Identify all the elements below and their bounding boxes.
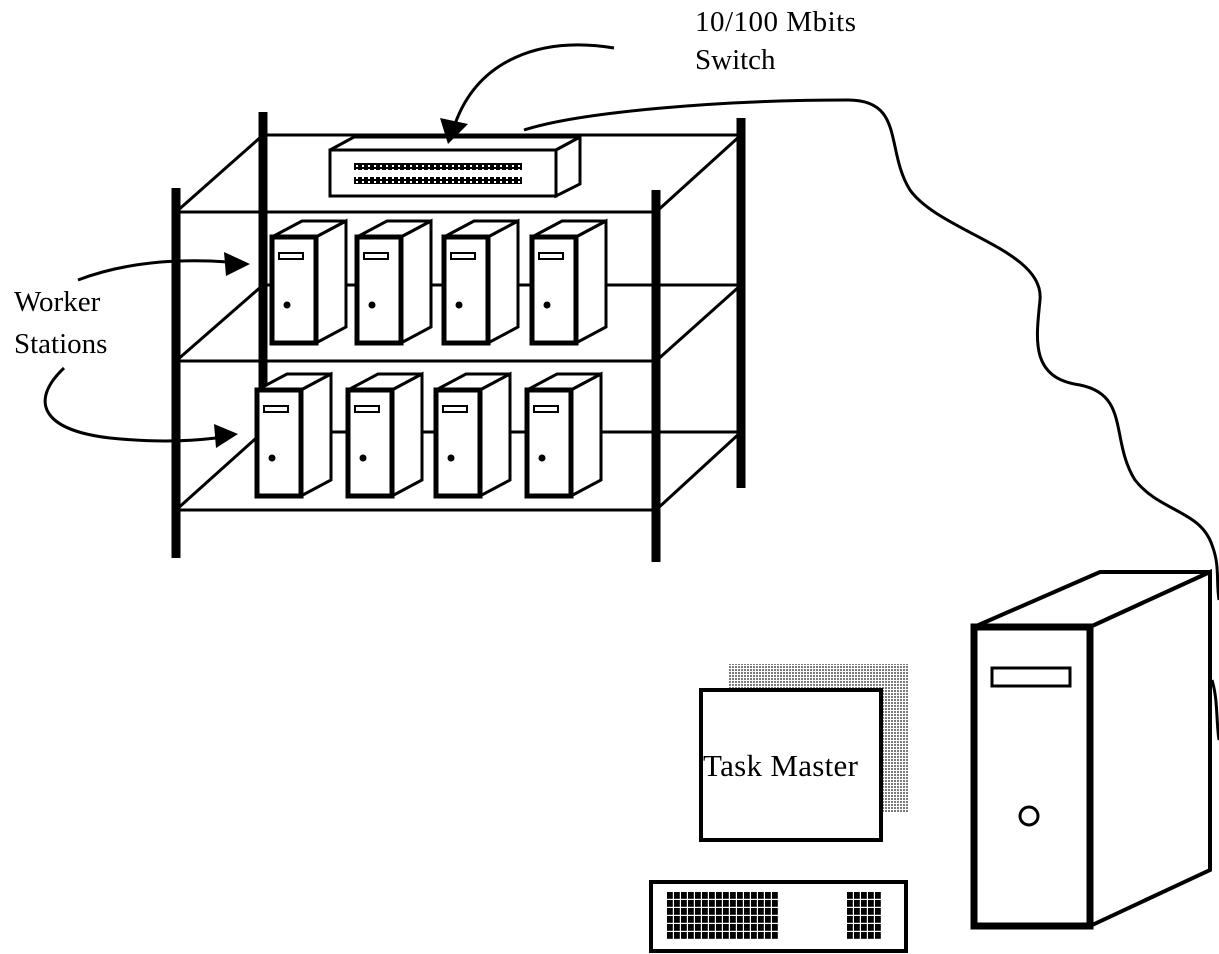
worker-station — [257, 374, 331, 496]
switch-port-row — [354, 163, 522, 170]
worker-drive-slot — [451, 253, 475, 259]
worker-power-button — [284, 302, 291, 309]
worker-power-button — [544, 302, 551, 309]
worker-station — [357, 221, 431, 343]
switch-port-row — [354, 177, 522, 184]
worker-power-button — [360, 455, 367, 462]
workers-arrow-upper — [78, 261, 228, 280]
worker-drive-slot — [539, 253, 563, 259]
workers-arrow-upper-head — [224, 252, 250, 276]
workers-label-line1: Worker — [14, 288, 100, 317]
workers-arrow-lower-head — [214, 424, 238, 448]
worker-drive-slot — [443, 406, 467, 412]
switch-label-line2: Switch — [695, 46, 776, 75]
task-master-tower — [974, 572, 1210, 926]
worker-drive-slot — [364, 253, 388, 259]
worker-power-button — [269, 455, 276, 462]
worker-station — [272, 221, 346, 343]
workers-label-line2: Stations — [14, 330, 107, 359]
worker-power-button — [369, 302, 376, 309]
keyboard — [651, 882, 906, 951]
workers-arrow-lower — [45, 368, 216, 441]
worker-drive-slot — [534, 406, 558, 412]
network-cable — [524, 100, 1219, 600]
network-cable-tail — [1212, 680, 1219, 740]
worker-drive-slot — [264, 406, 288, 412]
tower-power-button — [1020, 807, 1038, 825]
worker-drive-slot — [279, 253, 303, 259]
worker-drive-slot — [355, 406, 379, 412]
task-master-label: Task Master — [703, 750, 858, 781]
switch-arrow — [455, 45, 614, 124]
worker-power-button — [539, 455, 546, 462]
worker-station — [444, 221, 518, 343]
worker-stations — [257, 221, 606, 496]
tower-drive-slot — [992, 668, 1070, 686]
switch-label-line1: 10/100 Mbits — [695, 8, 857, 37]
switch-device — [330, 137, 580, 196]
worker-power-button — [448, 455, 455, 462]
worker-station — [527, 374, 601, 496]
worker-station — [532, 221, 606, 343]
worker-station — [348, 374, 422, 496]
worker-power-button — [456, 302, 463, 309]
worker-station — [436, 374, 510, 496]
